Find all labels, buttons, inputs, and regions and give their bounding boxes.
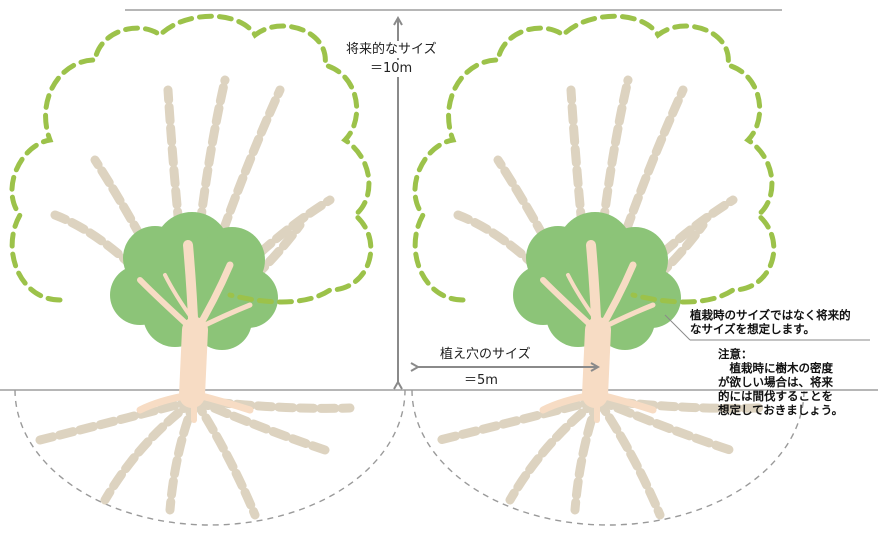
caution-line-1: 植栽時に樹木の密度 bbox=[718, 361, 833, 375]
future-canopy-right bbox=[412, 13, 777, 305]
root-zone-right bbox=[411, 389, 805, 526]
future-size-value: ＝10m bbox=[370, 60, 413, 77]
future-canopy-left bbox=[9, 13, 374, 305]
trunk-left bbox=[136, 240, 254, 423]
caution-line-4: 想定しておきましょう。 bbox=[718, 403, 844, 417]
callout-line-2: なサイズを想定します。 bbox=[690, 322, 816, 336]
hole-size-title: 植え穴のサイズ bbox=[440, 347, 531, 362]
callout-leader-line bbox=[664, 314, 691, 341]
root-zone-left bbox=[14, 389, 406, 526]
caution-line-3: 的には間伐することを bbox=[718, 389, 833, 403]
future-size-title: 将来的なサイズ bbox=[346, 41, 437, 58]
tree-left bbox=[9, 13, 374, 520]
callout-text: 植栽時のサイズではなく将来的 なサイズを想定します。 bbox=[690, 308, 851, 336]
callout-line-1: 植栽時のサイズではなく将来的 bbox=[690, 308, 851, 322]
caution-note: 注意： 植栽時に樹木の密度 が欲しい場合は、将来 的には間伐することを 想定して… bbox=[718, 347, 843, 417]
caution-title: 注意： bbox=[718, 347, 753, 361]
tree-right bbox=[412, 13, 777, 520]
caution-line-2: が欲しい場合は、将来 bbox=[718, 375, 833, 389]
hole-size-value: ＝5m bbox=[464, 373, 498, 388]
